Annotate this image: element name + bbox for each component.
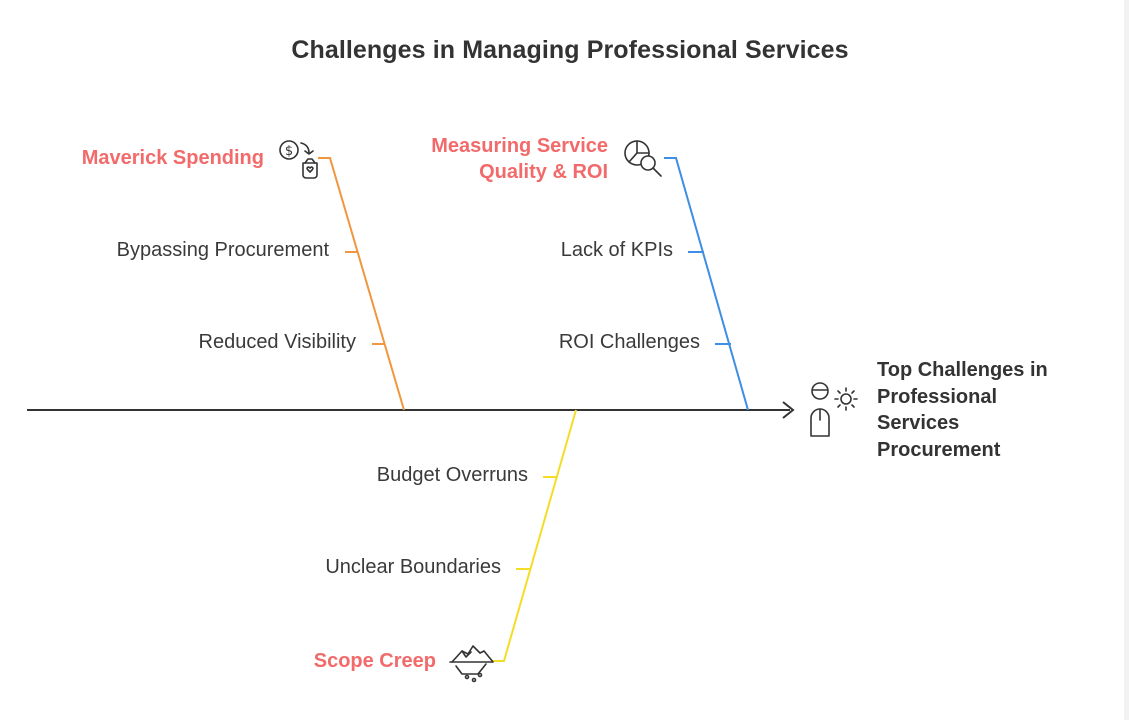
- chart-magnifier-icon: [624, 140, 662, 177]
- iceberg-icon: [449, 645, 494, 683]
- cause-unclear-boundaries: Unclear Boundaries: [325, 556, 501, 578]
- money-transfer-icon: $: [279, 140, 318, 179]
- maverick-branch-line: [318, 157, 405, 411]
- heading-measuring-line2: Quality & ROI: [479, 161, 608, 183]
- effect-label: Top Challenges in Professional Services …: [877, 359, 1048, 461]
- heading-maverick-spending: Maverick Spending: [81, 147, 264, 169]
- page-title: Challenges in Managing Professional Serv…: [291, 36, 849, 64]
- heading-measuring-line1: Measuring Service: [431, 135, 608, 157]
- scope-branch-line: [492, 409, 577, 662]
- cause-lack-of-kpis: Lack of KPIs: [560, 239, 673, 261]
- spine-arrowhead: [782, 401, 795, 419]
- measuring-branch-line: [664, 157, 749, 411]
- svg-text:$: $: [285, 144, 293, 159]
- cause-budget-overruns: Budget Overruns: [376, 464, 528, 486]
- heading-measuring-service: Measuring Service Quality & ROI: [380, 133, 608, 185]
- cause-bypassing-procurement: Bypassing Procurement: [116, 239, 329, 261]
- person-gear-icon: [810, 382, 858, 437]
- cause-reduced-visibility: Reduced Visibility: [198, 331, 357, 353]
- cause-roi-challenges: ROI Challenges: [558, 331, 700, 353]
- scrollbar-edge: [1124, 0, 1129, 720]
- heading-scope-creep: Scope Creep: [313, 650, 436, 672]
